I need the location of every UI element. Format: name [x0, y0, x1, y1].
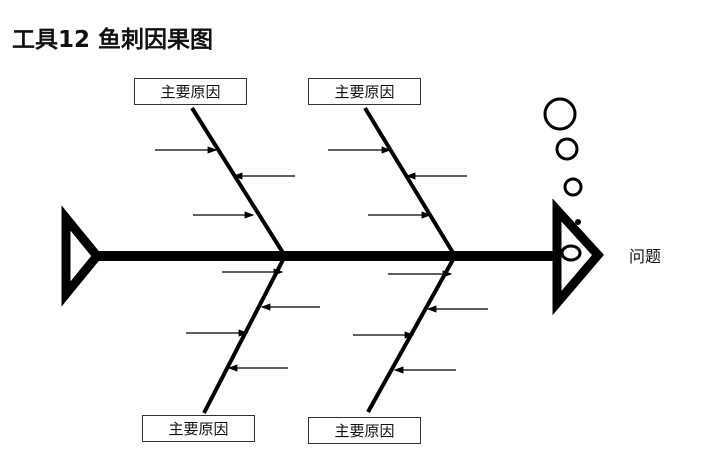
tail-icon — [61, 205, 103, 307]
bubble-icon — [555, 137, 579, 161]
cause-box: 主要原因 — [308, 78, 421, 105]
eye-icon — [560, 244, 582, 262]
fish-head-icon — [552, 198, 605, 316]
page-title: 工具12 鱼刺因果图 — [12, 27, 214, 53]
sub-cause-arrows — [155, 146, 488, 374]
cause-box: 主要原因 — [134, 78, 247, 105]
problem-label: 问题 — [629, 247, 662, 266]
bubble-icon — [563, 177, 583, 197]
dot — [575, 219, 581, 225]
cause-box: 主要原因 — [308, 417, 421, 444]
cause-box: 主要原因 — [142, 415, 255, 442]
bubble-icon — [543, 97, 577, 131]
